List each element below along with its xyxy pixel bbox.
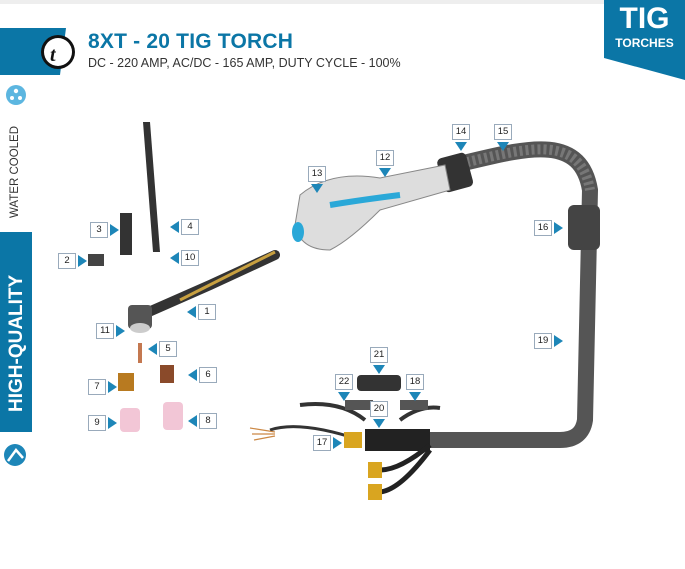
pointer-arrow-icon	[108, 417, 117, 429]
pointer-arrow-icon	[108, 381, 117, 393]
part-number: 1	[198, 304, 216, 320]
back-cap-short	[120, 213, 132, 255]
high-quality-label: HIGH-QUALITY	[6, 274, 27, 412]
part-number: 2	[58, 253, 76, 269]
callout-12: 12	[376, 150, 394, 177]
cable-joint	[568, 205, 600, 250]
part-number: 8	[199, 413, 217, 429]
svg-text:t: t	[50, 44, 57, 66]
pointer-arrow-icon	[78, 255, 87, 267]
callout-9: 9	[88, 415, 117, 431]
callout-14: 14	[452, 124, 470, 151]
part-number: 19	[534, 333, 552, 349]
part-number: 5	[159, 341, 177, 357]
part-number: 14	[452, 124, 470, 140]
pointer-arrow-icon	[187, 306, 196, 318]
pointer-arrow-icon	[455, 142, 467, 151]
callout-3: 3	[90, 222, 119, 238]
pointer-arrow-icon	[409, 392, 421, 401]
water-drops-icon	[6, 85, 26, 105]
part-number: 20	[370, 401, 388, 417]
part-number: 18	[406, 374, 424, 390]
callout-20: 20	[370, 401, 388, 428]
pointer-arrow-icon	[333, 437, 342, 449]
callout-19: 19	[534, 333, 563, 349]
pointer-arrow-icon	[554, 222, 563, 234]
callout-13: 13	[308, 166, 326, 193]
pointer-arrow-icon	[373, 365, 385, 374]
part-number: 11	[96, 323, 114, 339]
callout-6: 6	[188, 367, 217, 383]
callout-8: 8	[188, 413, 217, 429]
callout-1: 1	[187, 304, 216, 320]
part-number: 6	[199, 367, 217, 383]
callout-2: 2	[58, 253, 87, 269]
pointer-arrow-icon	[170, 252, 179, 264]
part-number: 7	[88, 379, 106, 395]
cable-connector	[357, 375, 401, 391]
callout-21: 21	[370, 347, 388, 374]
pointer-arrow-icon	[170, 221, 179, 233]
badge-line2: TORCHES	[615, 36, 674, 50]
badge-line1: TIG	[619, 2, 670, 35]
callout-4: 4	[170, 219, 199, 235]
logo-icon: t	[41, 35, 75, 69]
part-number: 13	[308, 166, 326, 182]
pointer-arrow-icon	[338, 392, 350, 401]
callout-10: 10	[170, 250, 199, 266]
part-number: 4	[181, 219, 199, 235]
part-number: 3	[90, 222, 108, 238]
water-cooled-label: WATER COOLED	[9, 125, 21, 218]
high-quality-band	[0, 232, 32, 432]
pointer-arrow-icon	[188, 415, 197, 427]
back-cap-long	[143, 122, 160, 252]
pointer-arrow-icon	[379, 168, 391, 177]
callout-16: 16	[534, 220, 563, 236]
hose	[422, 141, 599, 448]
callout-11: 11	[96, 323, 125, 339]
category-badge: TIG TORCHES	[604, 0, 685, 80]
pointer-arrow-icon	[554, 335, 563, 347]
callout-5: 5	[148, 341, 177, 357]
callout-22: 22	[335, 374, 353, 401]
brand-mark-icon	[4, 444, 26, 466]
part-number: 22	[335, 374, 353, 390]
callout-18: 18	[406, 374, 424, 401]
part-number: 15	[494, 124, 512, 140]
part-number: 17	[313, 435, 331, 451]
page-subtitle: DC - 220 AMP, AC/DC - 165 AMP, DUTY CYCL…	[88, 56, 401, 70]
part-number: 21	[370, 347, 388, 363]
part-number: 12	[376, 150, 394, 166]
pointer-arrow-icon	[188, 369, 197, 381]
pointer-arrow-icon	[148, 343, 157, 355]
part-number: 10	[181, 250, 199, 266]
part-number: 16	[534, 220, 552, 236]
page-title: 8XT - 20 TIG TORCH	[88, 30, 294, 53]
part-number: 9	[88, 415, 106, 431]
pointer-arrow-icon	[497, 142, 509, 151]
pointer-arrow-icon	[373, 419, 385, 428]
pointer-arrow-icon	[116, 325, 125, 337]
callout-17: 17	[313, 435, 342, 451]
torch-handle	[294, 164, 451, 251]
callout-15: 15	[494, 124, 512, 151]
pointer-arrow-icon	[311, 184, 323, 193]
callout-7: 7	[88, 379, 117, 395]
pointer-arrow-icon	[110, 224, 119, 236]
